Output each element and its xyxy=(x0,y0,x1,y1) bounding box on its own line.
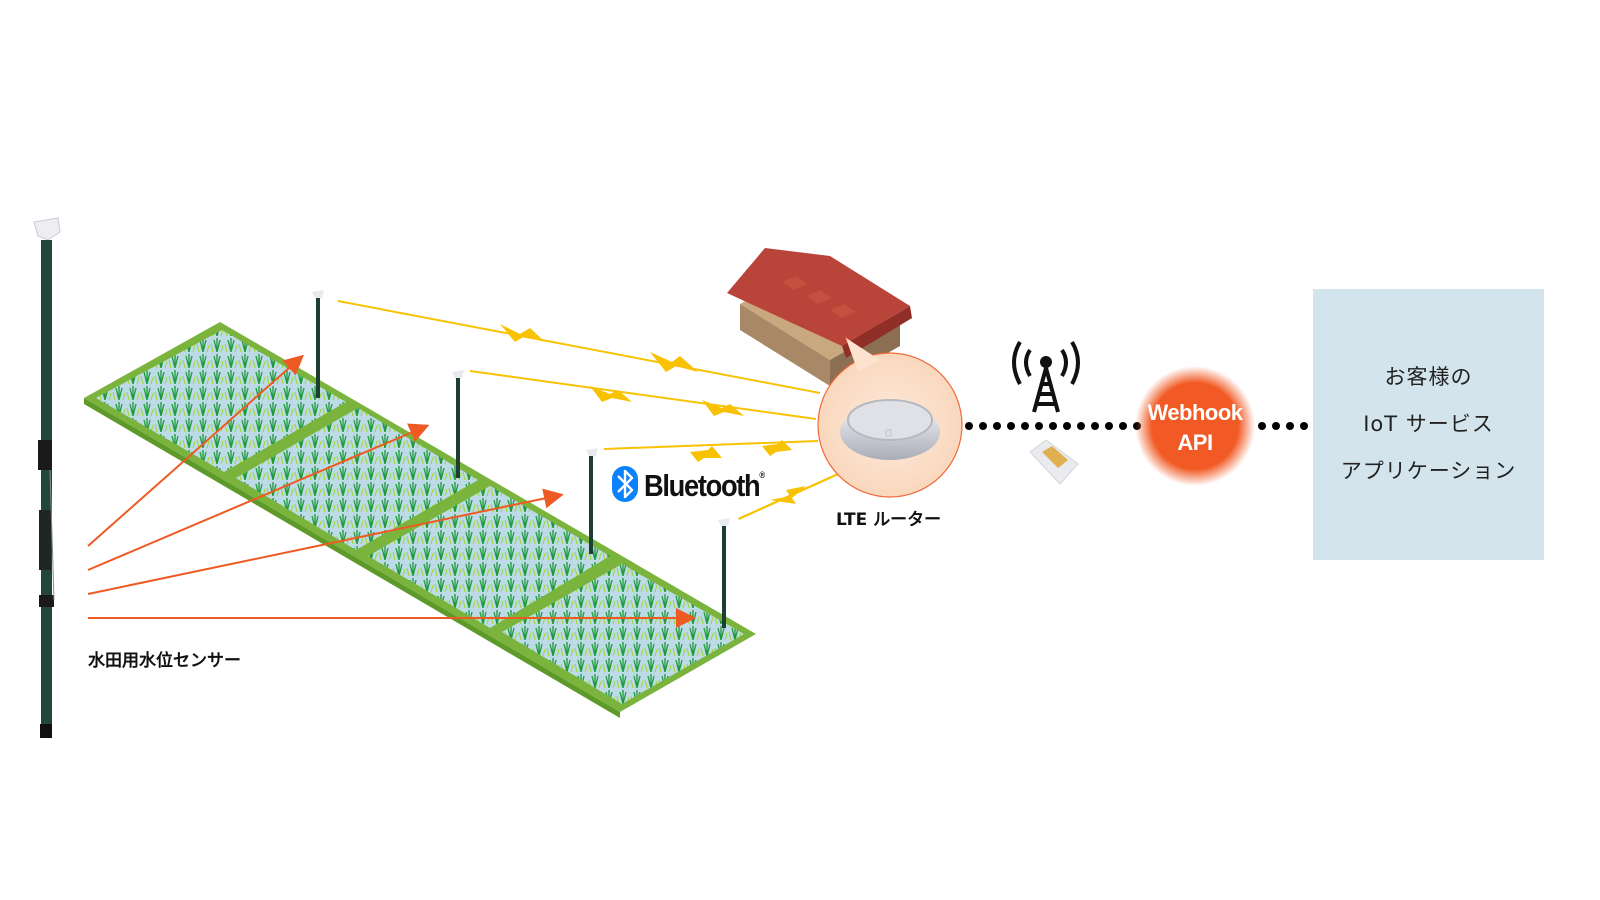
lte-router-icon xyxy=(840,399,940,460)
field-plot-4 xyxy=(502,564,744,704)
field-sensor-2 xyxy=(452,370,464,478)
webhook-label-line1: Webhook xyxy=(1147,400,1243,425)
arrow-to-sensor-1 xyxy=(87,354,304,547)
router-label: LTE ルーター xyxy=(836,510,942,530)
sensor-pointer-arrows xyxy=(87,354,696,628)
field-sensor-4 xyxy=(718,518,730,628)
signal-line-3 xyxy=(604,440,818,462)
customer-iot-app-box: お客様の IoT サービス アプリケーション xyxy=(1313,289,1544,560)
webhook-label-line2: API xyxy=(1177,430,1213,455)
arrow-to-sensor-3 xyxy=(87,488,564,595)
field-sensor-3 xyxy=(586,448,598,554)
signal-line-4 xyxy=(738,462,863,520)
field-plot-2 xyxy=(236,408,478,550)
sensor-pole-large xyxy=(33,217,61,738)
customer-app-line1: お客様の xyxy=(1384,365,1473,389)
field-sensor-1 xyxy=(312,290,324,398)
arrow-to-sensor-2 xyxy=(87,423,430,571)
connection-router-to-api xyxy=(965,422,1141,430)
field-plot-1 xyxy=(96,330,346,472)
webhook-api-label: Webhook API xyxy=(1135,398,1255,458)
customer-app-line2: IoT サービス xyxy=(1363,412,1494,436)
registered-mark: ® xyxy=(759,470,765,480)
sensor-label: 水田用水位センサー xyxy=(88,651,241,671)
bluetooth-icon xyxy=(612,466,638,502)
paddy-field xyxy=(84,322,756,718)
connection-api-to-customer xyxy=(1258,422,1308,430)
sim-card-icon xyxy=(1029,439,1079,485)
signal-line-2 xyxy=(470,370,816,420)
customer-app-line3: アプリケーション xyxy=(1340,459,1517,483)
field-plot-3 xyxy=(368,486,610,628)
bluetooth-wordmark: Bluetooth xyxy=(644,468,761,503)
webhook-api-node xyxy=(1135,366,1255,486)
cell-tower-icon xyxy=(1012,340,1080,413)
bluetooth-signals xyxy=(338,300,863,520)
signal-line-1 xyxy=(338,300,820,394)
bluetooth-label: Bluetooth® xyxy=(644,468,765,504)
